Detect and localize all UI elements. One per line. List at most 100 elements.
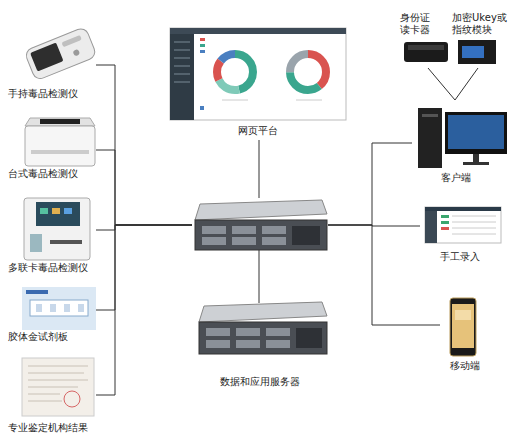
strip-window: [36, 304, 42, 312]
screen-icon: [52, 208, 60, 214]
card-title-bar: [26, 290, 48, 294]
connector-line: [96, 225, 192, 395]
text-line: [28, 373, 84, 374]
desktop-device: [25, 118, 95, 166]
web-screenshot: [170, 28, 346, 120]
drive-bay: [206, 340, 230, 348]
server-link-line: [259, 250, 260, 303]
connector-line: [259, 140, 260, 198]
node-label: 多联卡毒品检测仪: [8, 262, 96, 274]
device-node: 客户端: [412, 100, 512, 188]
connector-line: [328, 143, 412, 225]
device-screen: [30, 43, 63, 72]
text-line: [28, 401, 62, 402]
module-body: [458, 40, 496, 64]
node-label: 专业鉴定机构结果: [8, 422, 96, 434]
status-chip: [441, 215, 449, 218]
text-line: [28, 387, 78, 388]
text-line: [28, 366, 88, 367]
drive-bay: [266, 340, 290, 348]
entry-screenshot: [425, 207, 501, 243]
device-body: [25, 126, 95, 166]
server-panel: [296, 328, 322, 348]
strip-window: [64, 304, 70, 312]
menu-line: [174, 74, 190, 75]
card-slot: [50, 240, 82, 244]
node-label: 身份证 读卡器: [400, 12, 434, 36]
node-label: 手持毒品检测仪: [8, 88, 96, 100]
handheld-device: [24, 27, 97, 81]
donut-segment: [217, 54, 253, 90]
connector-line: [455, 68, 478, 100]
device-node: 多联卡毒品检测仪: [8, 192, 96, 276]
device-node: 专业鉴定机构结果: [8, 352, 96, 436]
legend-chip: [200, 44, 205, 47]
paper-sheet: [22, 358, 94, 416]
node-label: 移动端: [440, 360, 490, 372]
device-node: 胶体金试剂板: [8, 283, 96, 345]
device-lid: [40, 119, 80, 124]
server-front: [199, 322, 327, 354]
donut-segment: [217, 54, 253, 90]
mobile-phone: [450, 298, 476, 356]
device-node: 移动端: [440, 296, 490, 374]
donut-segment: [290, 54, 326, 90]
pc-drive: [422, 114, 438, 117]
node-label: 数据和应用服务器: [192, 376, 328, 388]
device-node: 手持毒品检测仪: [8, 22, 96, 102]
drive-bay: [202, 237, 226, 245]
screen-icon: [40, 208, 48, 214]
device-body: [24, 27, 97, 81]
table-row: [452, 216, 496, 217]
caption-line: [296, 100, 322, 101]
connector-line: [328, 225, 440, 325]
drive-bay: [236, 328, 260, 336]
caption-line: [222, 100, 248, 101]
donut-segment: [290, 54, 326, 90]
server-front: [195, 220, 327, 250]
red-stamp: [64, 391, 80, 407]
strip-window: [50, 304, 56, 312]
status-chip: [441, 221, 449, 224]
reader-top: [408, 45, 444, 50]
rack-server: [199, 302, 327, 354]
ukey-module: [458, 40, 496, 64]
drive-bay: [262, 226, 286, 234]
device-node: 台式毒品检测仪: [8, 110, 96, 185]
device-node: 身份证 读卡器: [398, 12, 452, 68]
device-node: 数据和应用服务器: [192, 198, 328, 392]
device-screen: [36, 202, 80, 226]
connector-line: [428, 68, 455, 100]
desktop-computer: [418, 108, 507, 168]
device-button: [72, 49, 80, 57]
node-label: 客户端: [412, 172, 500, 184]
donut-segment: [217, 54, 253, 90]
legend-chip: [200, 50, 205, 53]
drive-bay: [206, 328, 230, 336]
device-node: 加密Ukey或指纹模块: [452, 12, 512, 68]
node-label: 胶体金试剂板: [8, 331, 96, 343]
text-line: [28, 380, 88, 381]
drive-bay: [266, 328, 290, 336]
screen-frame: [170, 28, 346, 120]
module-sensor: [462, 46, 484, 58]
card-background: [22, 287, 96, 330]
monitor-screen: [448, 115, 504, 149]
multicard-device: [24, 198, 90, 260]
server-top: [199, 302, 327, 322]
phone-screen: [452, 304, 474, 348]
status-chip: [441, 227, 449, 230]
donut-chart: [217, 54, 253, 90]
legend-chip: [200, 38, 205, 41]
drive-bay: [232, 237, 256, 245]
device-slot: [61, 35, 81, 47]
donut-segment: [217, 54, 253, 90]
donut-chart: [290, 54, 326, 90]
drive-bay: [232, 226, 256, 234]
monitor-stand: [473, 154, 479, 162]
device-top: [25, 118, 95, 126]
reader-body: [404, 42, 448, 62]
menu-line: [174, 42, 190, 43]
